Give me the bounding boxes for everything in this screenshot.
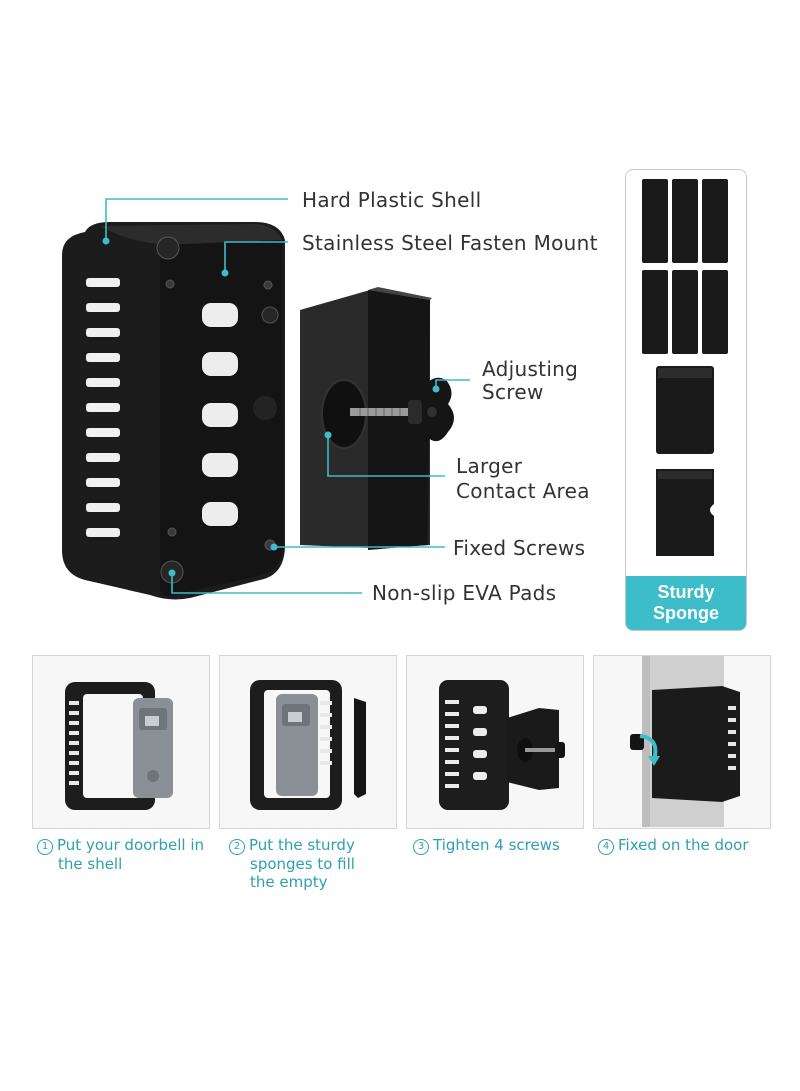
label-contact-line1: Larger <box>456 454 523 478</box>
label-contact-area: Larger Contact Area <box>456 455 590 503</box>
step-1-illustration <box>65 682 173 810</box>
screws <box>156 236 279 584</box>
sponge-label-line2: Sponge <box>653 603 719 623</box>
bracket-face <box>368 290 430 550</box>
left-vents <box>86 278 120 537</box>
step-2-image <box>219 655 397 829</box>
step-2-line3: the empty <box>250 873 328 891</box>
sponge-panel: Sturdy Sponge <box>625 169 747 631</box>
label-eva-pads: Non-slip EVA Pads <box>372 581 557 605</box>
step-4-number: 4 <box>598 839 614 855</box>
step-1-number: 1 <box>37 839 53 855</box>
label-fixed-screws: Fixed Screws <box>453 536 586 560</box>
label-contact-line2: Contact Area <box>456 479 590 503</box>
sponge-pieces <box>642 179 728 556</box>
leader-lines <box>105 198 470 594</box>
step-1-image <box>32 655 210 829</box>
label-adjusting-screw: Adjusting Screw <box>482 358 578 404</box>
sturdy-sponge-badge: Sturdy Sponge <box>626 576 746 630</box>
product-illustration <box>62 198 470 600</box>
step-4-line1: Fixed on the door <box>618 836 749 854</box>
step-2-number: 2 <box>229 839 245 855</box>
step-3-image <box>406 655 584 829</box>
step-1-line1: Put your doorbell in <box>57 836 205 854</box>
step-2-line2: sponges to fill <box>250 855 355 873</box>
label-adjusting-line1: Adjusting <box>482 357 579 381</box>
step-3-line1: Tighten 4 screws <box>433 836 560 854</box>
sponge-label-line1: Sturdy <box>657 582 715 602</box>
step-4-image <box>593 655 771 829</box>
label-adjusting-line2: Screw <box>482 380 544 404</box>
step-4-illustration <box>630 656 740 827</box>
step-2-illustration <box>250 680 366 810</box>
threaded-rod <box>350 408 420 416</box>
step-3-illustration <box>439 680 565 810</box>
right-vents <box>202 303 238 526</box>
label-hard-plastic-shell: Hard Plastic Shell <box>302 188 482 212</box>
step-1-line2: the shell <box>58 855 123 873</box>
step-2-line1: Put the sturdy <box>249 836 355 854</box>
step-3-number: 3 <box>413 839 429 855</box>
label-stainless-mount: Stainless Steel Fasten Mount <box>302 231 598 255</box>
adjust-knob <box>408 377 454 442</box>
